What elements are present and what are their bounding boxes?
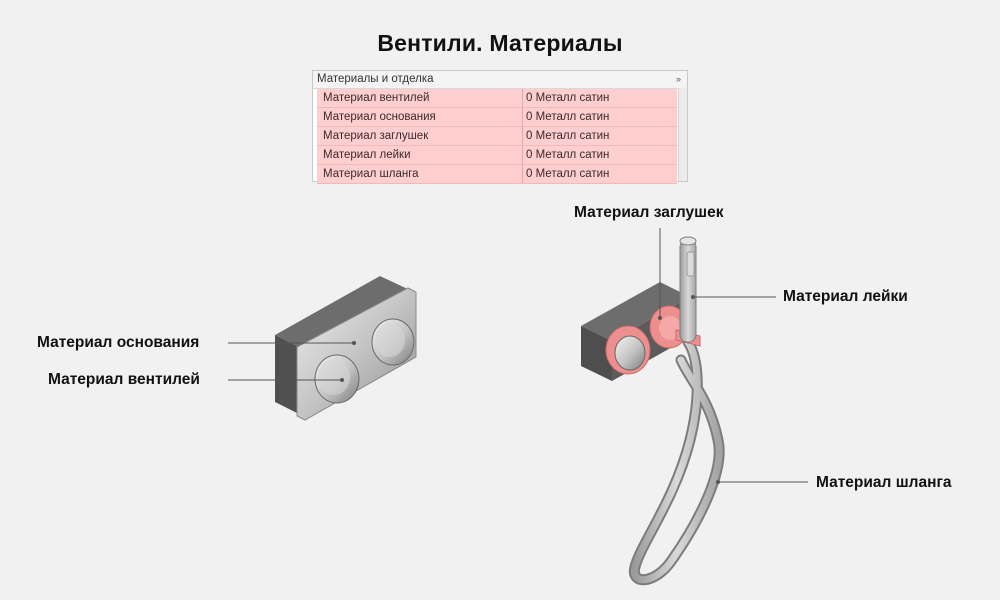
property-name: Материал заглушек <box>323 130 429 142</box>
base-plate-top <box>275 276 412 350</box>
callout-hose-material: Материал шланга <box>816 474 952 491</box>
right-base-front <box>581 326 612 381</box>
shower-head-button <box>686 251 695 277</box>
page-title: Вентили. Материалы <box>377 30 623 56</box>
valve-knob <box>614 335 646 371</box>
callout-base-material: Материал основания <box>37 334 200 351</box>
hose-highlight <box>630 338 723 584</box>
property-row-valves[interactable]: Материал вентилей 0 Металл сатин <box>317 89 687 108</box>
callout-shower-head-material: Материал лейки <box>783 288 908 305</box>
property-value[interactable]: 0 Металл сатин <box>522 108 677 126</box>
leader-dot-shower-head <box>691 295 695 299</box>
property-value[interactable]: 0 Металл сатин <box>522 165 677 183</box>
property-name: Материал лейки <box>323 149 411 161</box>
valve-knob-left-face <box>318 359 350 395</box>
right-shower-assembly <box>581 236 725 586</box>
properties-group-title: Материалы и отделка <box>317 73 434 85</box>
leader-dot-base <box>352 341 356 345</box>
property-row-hose[interactable]: Материал шланга 0 Металл сатин <box>317 165 687 184</box>
left-valve-assembly <box>275 276 417 421</box>
valve-knob-right-face <box>375 323 405 357</box>
property-value[interactable]: 0 Металл сатин <box>522 146 677 164</box>
leader-dot-hose <box>716 480 720 484</box>
properties-panel[interactable]: Материалы и отделка » Материал вентилей … <box>312 70 688 184</box>
property-name: Материал шланга <box>323 168 419 180</box>
property-row-caps[interactable]: Материал заглушек 0 Металл сатин <box>317 127 687 146</box>
leader-dot-valves <box>340 378 344 382</box>
callout-valve-material: Материал вентилей <box>48 371 200 388</box>
property-name: Материал вентилей <box>323 92 430 104</box>
collapse-icon[interactable]: » <box>675 74 681 84</box>
property-value[interactable]: 0 Металл сатин <box>522 127 677 145</box>
properties-scrollbar[interactable] <box>678 88 687 181</box>
right-base-top <box>581 282 690 341</box>
properties-group-header[interactable]: Материалы и отделка » <box>313 71 687 89</box>
leader-dot-caps <box>658 316 662 320</box>
property-value[interactable]: 0 Металл сатин <box>522 89 677 107</box>
shower-head-top <box>679 236 697 246</box>
property-name: Материал основания <box>323 111 436 123</box>
callout-caps-material: Материал заглушек <box>574 204 724 221</box>
